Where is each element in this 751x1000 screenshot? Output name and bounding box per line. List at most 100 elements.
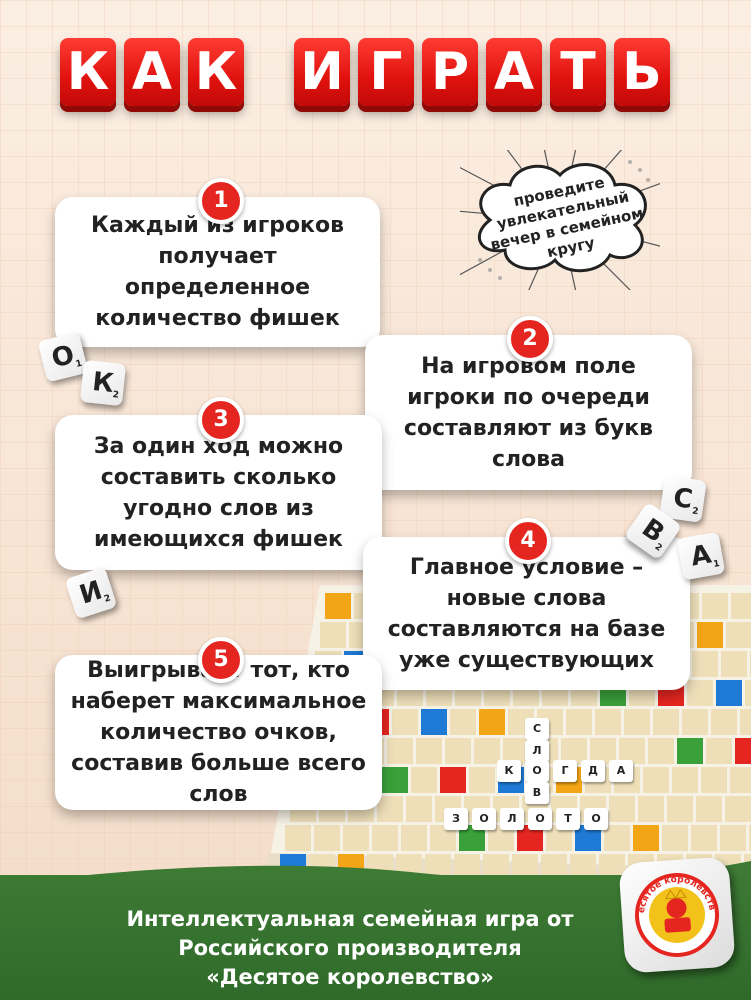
footer-line: Интеллектуальная семейная игра от <box>126 907 574 931</box>
board-cell <box>701 767 727 793</box>
board-cell <box>672 767 698 793</box>
board-tile: Т <box>556 808 580 830</box>
board-cell <box>643 767 669 793</box>
board-cell <box>731 593 751 619</box>
board-cell <box>285 825 311 851</box>
board-cell <box>440 767 466 793</box>
board-cell <box>314 825 340 851</box>
step-text: Каждый из игроков получает определенное … <box>90 213 345 331</box>
board-cell <box>619 738 645 764</box>
title-tile: А <box>124 38 180 106</box>
board-cell <box>692 651 718 677</box>
board-cell <box>416 738 442 764</box>
board-tile: О <box>472 808 496 830</box>
board-cell <box>730 767 751 793</box>
board-tile: О <box>528 808 552 830</box>
board-cell <box>648 738 674 764</box>
step-text: За один ход можно составить сколько угод… <box>93 433 344 552</box>
board-cell <box>638 796 664 822</box>
board-cell <box>687 680 713 706</box>
board-cell <box>450 709 476 735</box>
step-number-badge: 4 <box>505 518 551 564</box>
board-tile: З <box>444 808 468 830</box>
board-cell <box>749 825 751 851</box>
board-cell <box>320 622 346 648</box>
board-tile: О <box>525 760 549 782</box>
step-card-1: Каждый из игроков получает определенное … <box>55 197 380 347</box>
board-cell <box>720 825 746 851</box>
board-cell <box>474 738 500 764</box>
title-tile: А <box>486 38 542 106</box>
board-cell <box>716 680 742 706</box>
board-cell <box>662 825 688 851</box>
board-cell <box>445 738 471 764</box>
title-tile: Р <box>422 38 478 106</box>
board-tile: Г <box>553 760 577 782</box>
board-cell <box>377 796 403 822</box>
board-cell <box>590 738 616 764</box>
board-tile: К <box>497 760 521 782</box>
board-cell <box>382 767 408 793</box>
board-cell <box>706 738 732 764</box>
board-cell <box>696 796 722 822</box>
step-text: Главное условие – новые слова составляют… <box>387 554 666 673</box>
board-cell <box>725 796 751 822</box>
page-title: К А К И Г Р А Т Ь <box>0 38 751 118</box>
board-cell <box>721 651 747 677</box>
step-text: Выигрывает тот, кто наберет максимальное… <box>70 658 367 807</box>
board-cell <box>711 709 737 735</box>
board-cell <box>479 709 505 735</box>
title-tile: Ь <box>614 38 670 106</box>
comic-burst-bubble <box>460 150 660 290</box>
step-number-badge: 3 <box>198 397 244 443</box>
board-cell <box>401 825 427 851</box>
board-cell <box>387 738 413 764</box>
board-cell <box>633 825 659 851</box>
board-cell <box>604 825 630 851</box>
step-number-badge: 1 <box>198 178 244 224</box>
board-cell <box>682 709 708 735</box>
title-tile: И <box>294 38 350 106</box>
board-cell <box>325 593 351 619</box>
step-text: На игровом поле игроки по очереди состав… <box>403 353 654 472</box>
title-tile: Т <box>550 38 606 106</box>
footer-text: Интеллектуальная семейная игра от Россий… <box>70 905 630 992</box>
board-cell <box>406 796 432 822</box>
board-tile: С <box>525 718 549 740</box>
board-cell <box>726 622 751 648</box>
title-tile: К <box>188 38 244 106</box>
board-cell <box>745 680 751 706</box>
footer-line: Российского производителя <box>178 936 522 960</box>
board-tile: Л <box>500 808 524 830</box>
board-cell <box>595 709 621 735</box>
board-cell <box>343 825 369 851</box>
board-tile: А <box>609 760 633 782</box>
logo-emblem-icon: Десятое королевство <box>614 850 719 957</box>
board-cell <box>702 593 728 619</box>
board-cell <box>469 767 495 793</box>
board-cell <box>677 738 703 764</box>
board-tile: Л <box>525 740 549 762</box>
board-cell <box>735 738 751 764</box>
step-number-badge: 2 <box>507 316 553 362</box>
board-cell <box>392 709 418 735</box>
board-cell <box>609 796 635 822</box>
step-number-badge: 5 <box>198 637 244 683</box>
brand-logo: Десятое королевство <box>614 850 736 974</box>
step-card-2: На игровом поле игроки по очереди состав… <box>365 335 692 490</box>
title-tile: К <box>60 38 116 106</box>
board-cell <box>740 709 751 735</box>
board-tile: В <box>525 782 549 804</box>
board-cell <box>624 709 650 735</box>
board-cell <box>561 738 587 764</box>
board-cell <box>653 709 679 735</box>
title-tile: Г <box>358 38 414 106</box>
board-cell <box>503 738 529 764</box>
board-cell <box>667 796 693 822</box>
board-cell <box>411 767 437 793</box>
board-cell <box>566 709 592 735</box>
board-cell <box>372 825 398 851</box>
footer-line: «Десятое королевство» <box>206 965 494 989</box>
